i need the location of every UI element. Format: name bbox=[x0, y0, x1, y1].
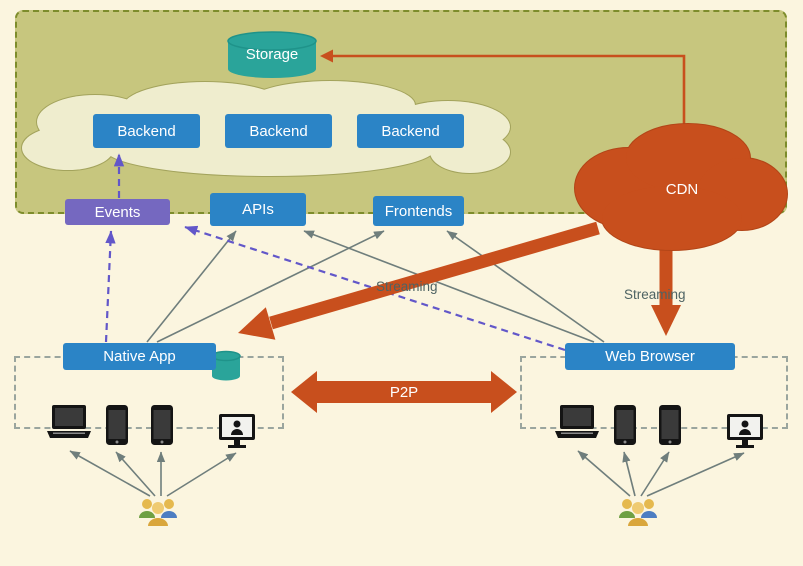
native-to-frontends-line bbox=[156, 230, 385, 343]
phone-icon bbox=[659, 405, 681, 445]
node-apis: APIs bbox=[210, 193, 306, 226]
p2p-label: P2P bbox=[389, 384, 419, 401]
users-to-device-line bbox=[166, 452, 237, 497]
users-to-device-line bbox=[640, 451, 670, 497]
users-icon bbox=[139, 499, 177, 526]
users-to-device-line bbox=[69, 450, 151, 497]
cdn-label: CDN bbox=[665, 181, 699, 198]
storage-cylinder bbox=[227, 31, 317, 78]
node-events: Events bbox=[65, 199, 170, 225]
users-to-device-line bbox=[577, 450, 631, 497]
users-to-device-line bbox=[646, 452, 745, 497]
node-frontends: Frontends bbox=[373, 196, 464, 226]
native-devices bbox=[47, 405, 255, 526]
phone-icon bbox=[106, 405, 128, 445]
cdn-cloud bbox=[574, 123, 788, 251]
p2p-arrow bbox=[291, 371, 517, 413]
users-to-device-line bbox=[622, 451, 636, 497]
users-to-device-line bbox=[115, 451, 156, 497]
cdn-to-browser-streaming-arrow bbox=[651, 246, 681, 336]
node-web-browser: Web Browser bbox=[565, 343, 735, 370]
streaming-label-right: Streaming bbox=[624, 287, 686, 302]
browser-devices bbox=[555, 405, 763, 526]
laptop-icon bbox=[47, 405, 91, 438]
phone-icon bbox=[151, 405, 173, 445]
cdn-to-storage-arrow bbox=[320, 49, 686, 133]
native-app-cache-cylinder bbox=[211, 350, 241, 381]
browser-to-frontends-line bbox=[446, 230, 605, 343]
node-backend-2: Backend bbox=[225, 114, 332, 148]
native-to-events-line bbox=[104, 230, 116, 343]
cdn-to-native-streaming-arrow bbox=[238, 221, 600, 340]
node-backend-1: Backend bbox=[93, 114, 200, 148]
node-native-app: Native App bbox=[63, 343, 216, 370]
monitor-icon bbox=[219, 414, 255, 448]
node-backend-3: Backend bbox=[357, 114, 464, 148]
event-connection-lines bbox=[104, 153, 566, 352]
laptop-icon bbox=[555, 405, 599, 438]
storage-label: Storage bbox=[245, 46, 299, 63]
browser-to-apis-line bbox=[303, 230, 595, 343]
native-to-apis-line bbox=[146, 230, 237, 343]
browser-to-events-line bbox=[184, 225, 566, 352]
monitor-icon bbox=[727, 414, 763, 448]
streaming-label-left: Streaming bbox=[376, 279, 438, 294]
app-connection-lines bbox=[146, 230, 605, 343]
phone-icon bbox=[614, 405, 636, 445]
users-icon bbox=[619, 499, 657, 526]
